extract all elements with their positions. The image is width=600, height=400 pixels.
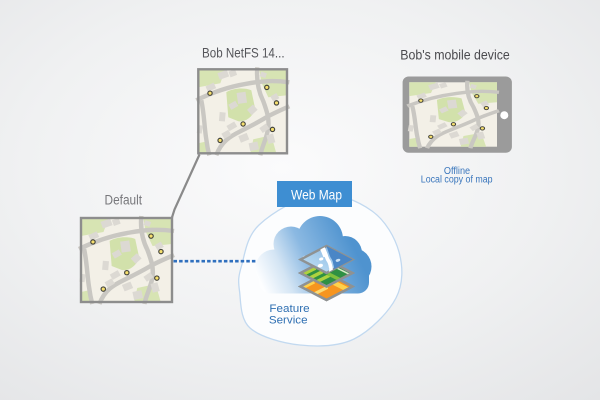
svg-text:Web Map: Web Map — [291, 187, 342, 203]
svg-text:Service: Service — [269, 315, 308, 327]
svg-text:Offline: Offline — [444, 166, 471, 177]
svg-text:Local copy of map: Local copy of map — [421, 175, 493, 186]
svg-text:Feature: Feature — [269, 303, 309, 315]
svg-text:Default: Default — [105, 193, 143, 208]
svg-text:Bob's mobile device: Bob's mobile device — [400, 47, 510, 62]
svg-text:Bob NetFS 14...: Bob NetFS 14... — [202, 46, 285, 61]
